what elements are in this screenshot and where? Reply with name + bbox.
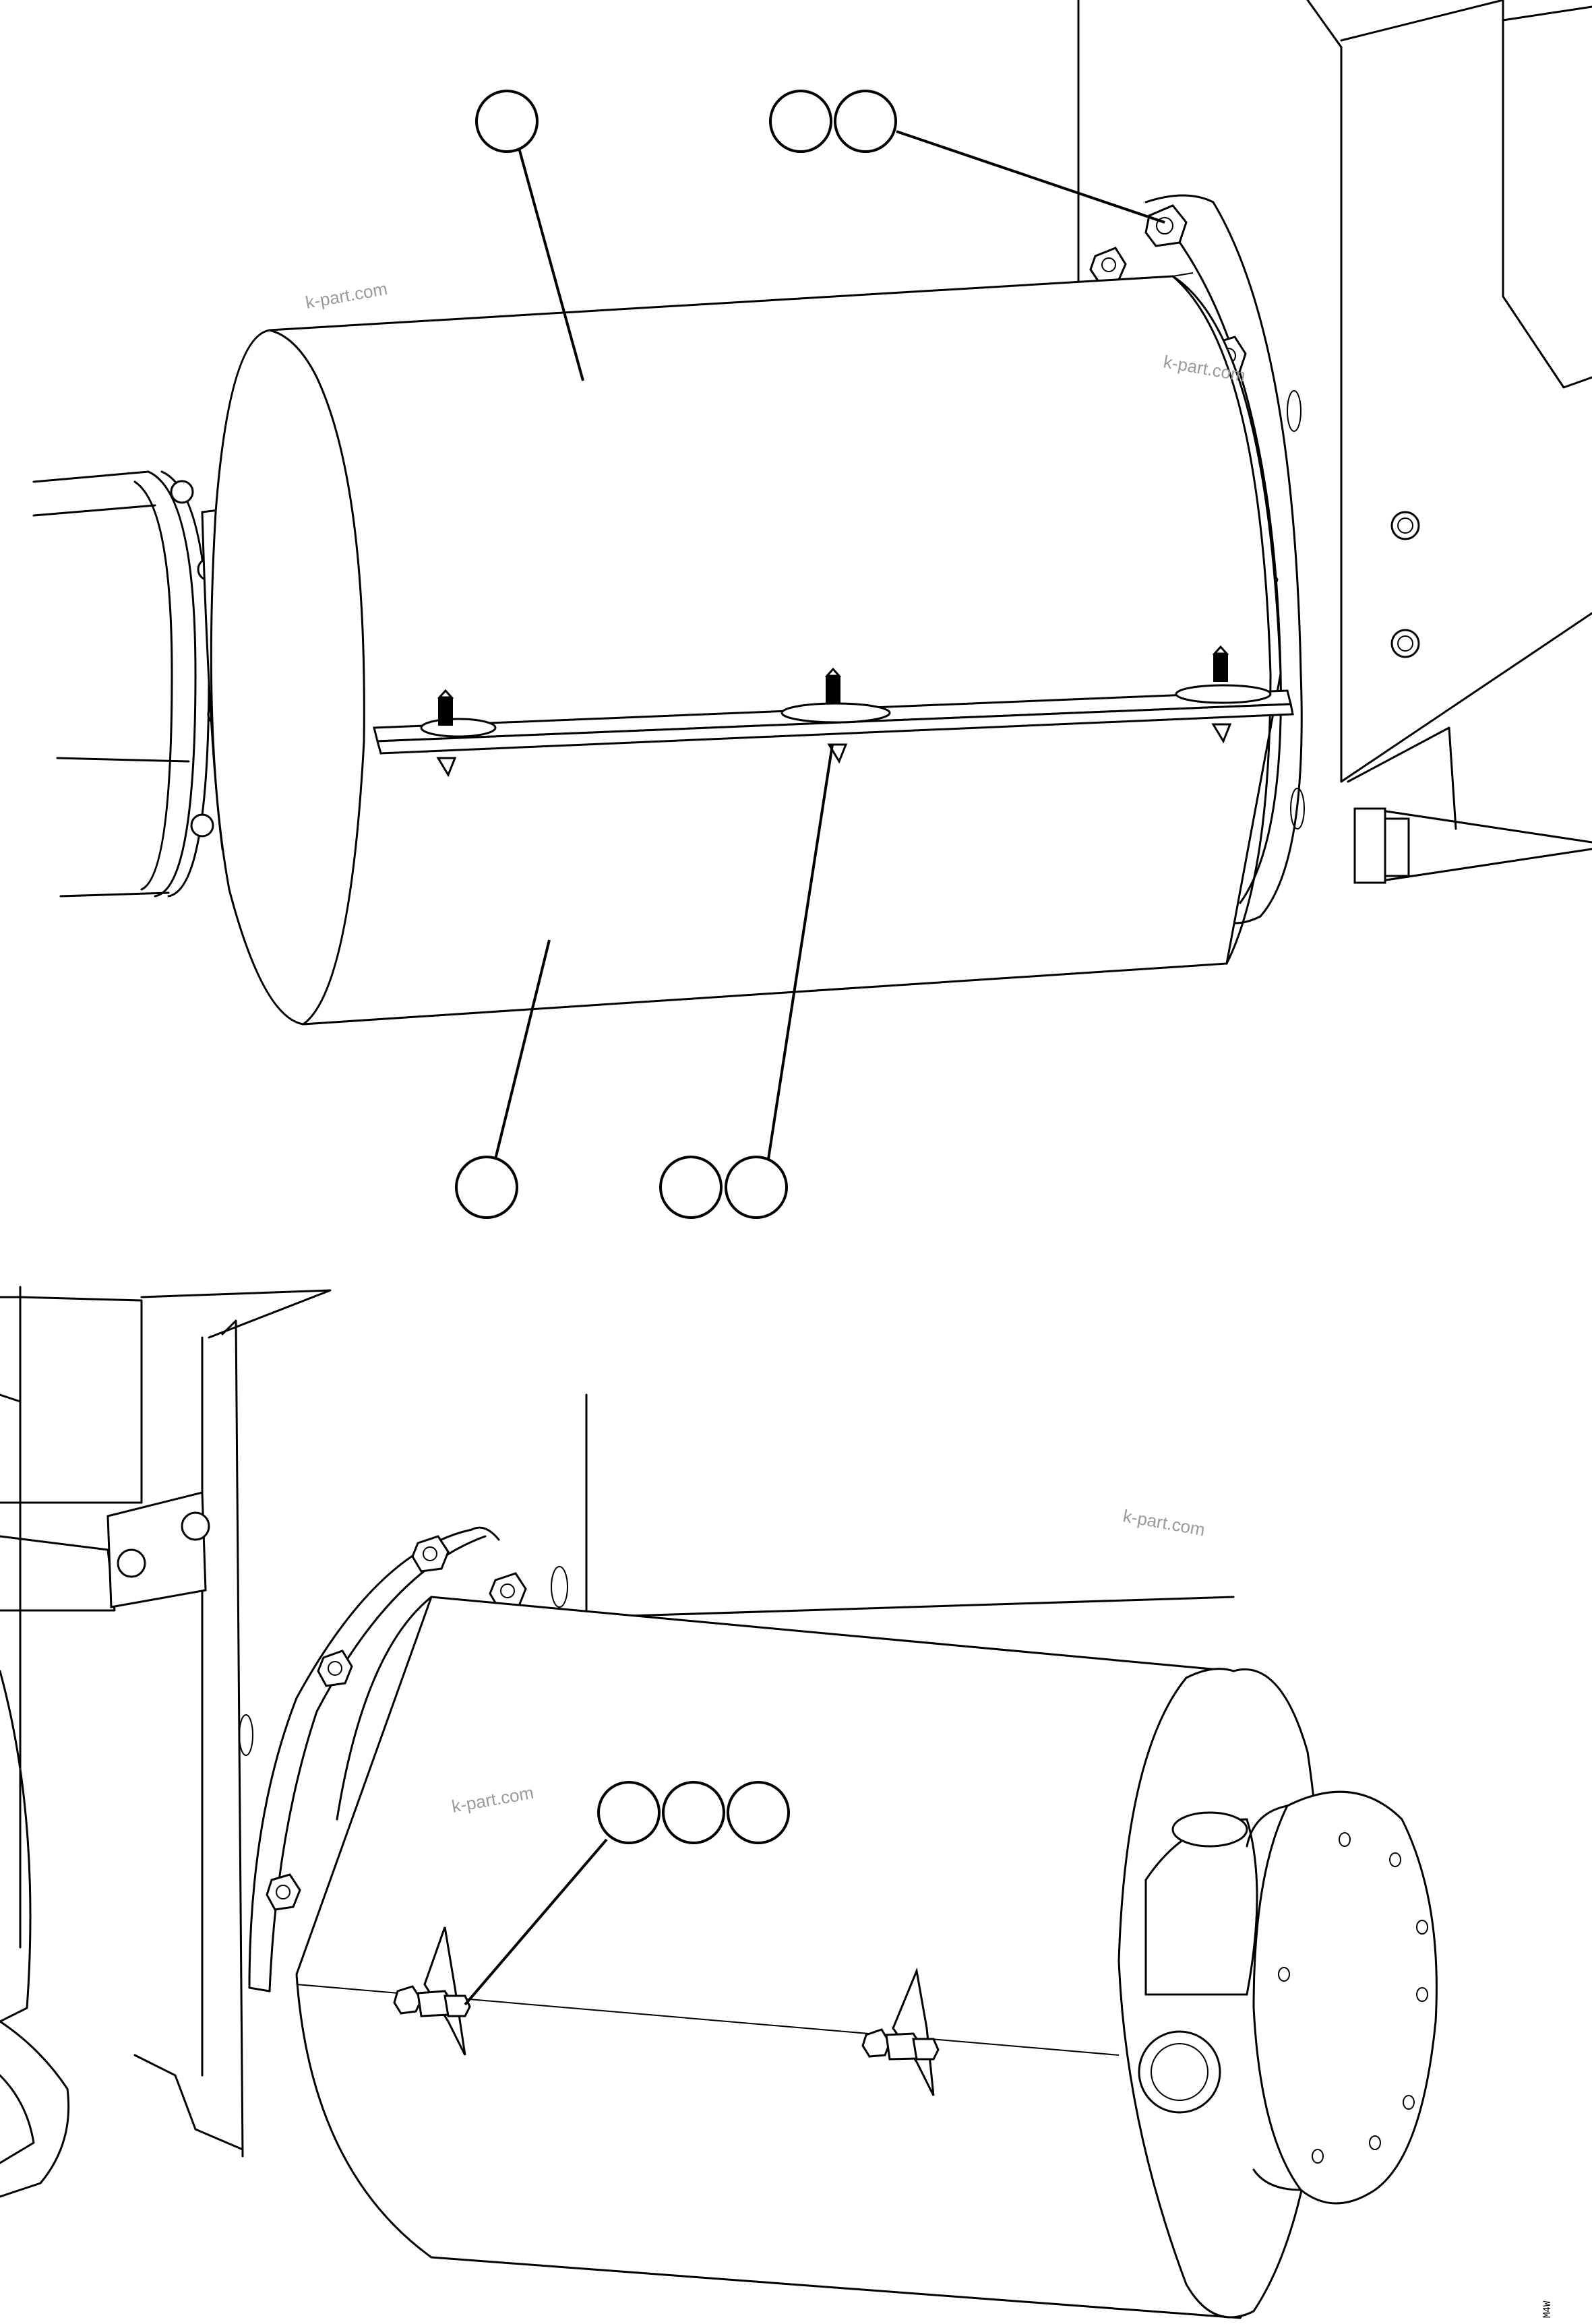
clamp-bolt-icon <box>170 480 194 504</box>
bolt-icon <box>117 1548 146 1578</box>
callout-bubble <box>769 90 832 153</box>
bottom-view: k-part.com k-part.com <box>0 1286 1438 2319</box>
callout-bubble <box>597 1781 661 1844</box>
bolt-icon <box>1390 511 1420 540</box>
callouts-top <box>455 90 1165 1219</box>
callout-bubble <box>727 1781 790 1844</box>
figure-code: M4W <box>1542 2300 1553 2318</box>
callout-bubble <box>725 1156 788 1219</box>
nut-icon <box>393 1985 940 2061</box>
outlet-port <box>1171 1811 1248 1848</box>
clamp-bolt-icon <box>190 813 214 838</box>
callout-bubble <box>475 90 539 153</box>
bolt-icon <box>1390 629 1420 658</box>
bracket-plate <box>106 1491 207 1608</box>
mounting-strap <box>373 645 1294 778</box>
engine-housing <box>1077 0 1592 884</box>
callout-bubble <box>455 1156 518 1219</box>
engine-structure <box>0 1286 1235 2198</box>
strap-hardware <box>393 1926 940 2096</box>
mount-bracket <box>1353 807 1386 884</box>
callout-bubble <box>659 1156 723 1219</box>
watermark: k-part.com <box>1122 1505 1206 1540</box>
outlet-bolt-holes <box>1278 1832 1428 2164</box>
outlet-flange <box>1138 1790 1438 2205</box>
callout-bubble <box>662 1781 725 1844</box>
bolt-icon <box>181 1511 210 1541</box>
callouts-bottom <box>464 1781 790 2006</box>
mounting-flange-bottom <box>239 1526 568 1992</box>
strap-stud-icon <box>437 645 1229 726</box>
watermark: k-part.com <box>304 278 389 313</box>
exhaust-pipe <box>32 470 231 898</box>
muffler-body <box>210 272 1282 1026</box>
callout-bubble <box>834 90 897 153</box>
flange-bolt-icon <box>266 1535 527 1911</box>
top-view: k-part.com k-part.com <box>32 0 1592 1219</box>
